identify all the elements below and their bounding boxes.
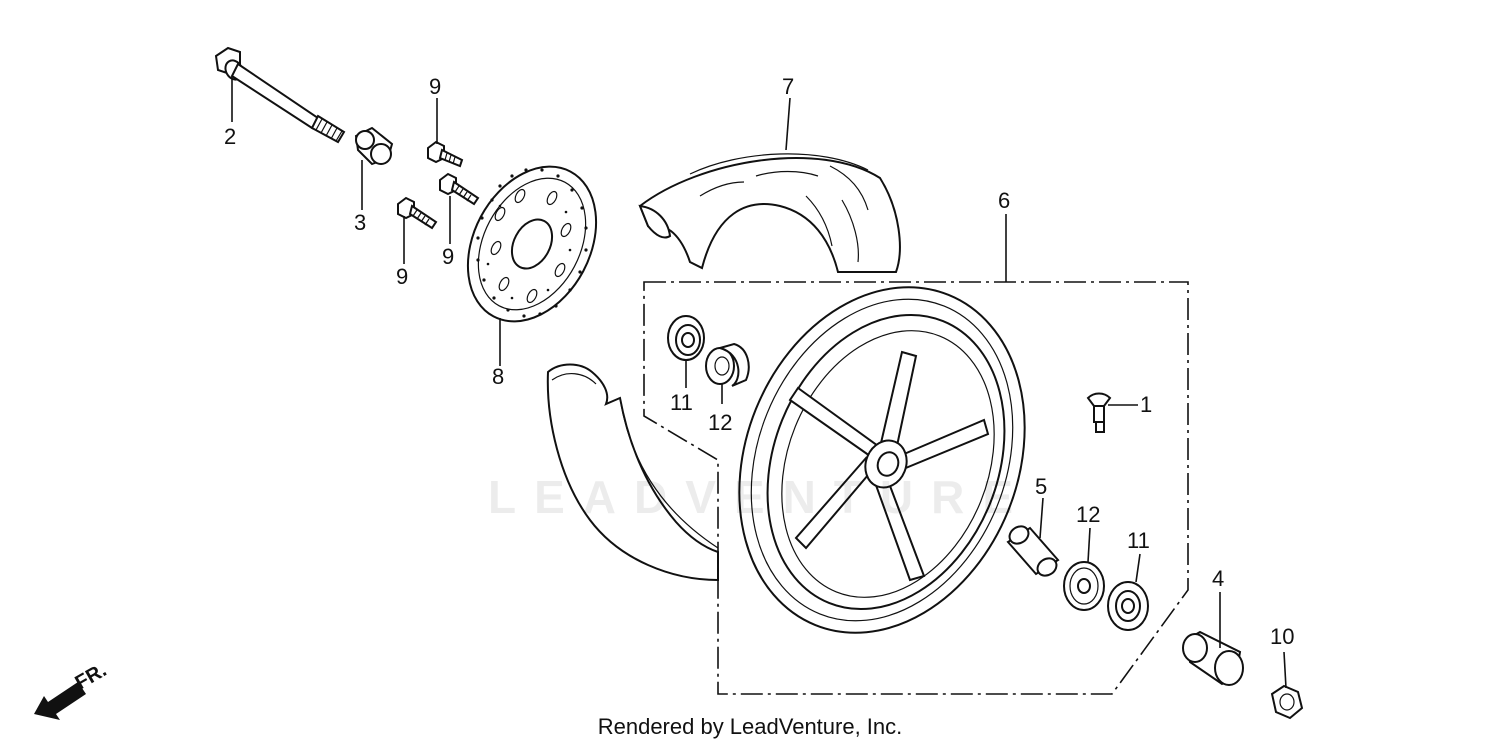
bearing-right[interactable]	[1063, 561, 1105, 611]
disc-bolt-left[interactable]	[397, 196, 438, 230]
callout-11-left: 11	[670, 390, 693, 415]
axle-nut[interactable]	[1270, 684, 1304, 720]
callout-1: 1	[1140, 392, 1152, 417]
callout-9-middle: 9	[442, 244, 454, 269]
callouts: 1 2 3 4 5 6 7 8 9 9 9 10 11 11 12 12	[224, 74, 1294, 649]
rim-band[interactable]	[546, 363, 719, 582]
dust-seal-left[interactable]	[667, 315, 705, 361]
callout-5: 5	[1035, 474, 1047, 499]
right-collar[interactable]	[1182, 630, 1244, 686]
watermark-text: LEADVENTURE	[488, 471, 1032, 523]
distance-collar[interactable]	[1006, 523, 1060, 579]
render-credit: Rendered by LeadVenture, Inc.	[597, 714, 903, 739]
side-collar[interactable]	[354, 126, 394, 166]
disc-bolt-middle[interactable]	[439, 172, 480, 206]
bearing-left[interactable]	[705, 342, 750, 387]
disc-bolt-top[interactable]	[427, 140, 464, 168]
axle-bolt[interactable]	[214, 46, 346, 144]
callout-3: 3	[354, 210, 366, 235]
air-valve[interactable]	[1086, 392, 1112, 433]
brake-disc[interactable]	[442, 144, 621, 343]
assembly-outline	[643, 214, 1189, 695]
callout-12-right: 12	[1076, 502, 1100, 527]
callout-11-right: 11	[1127, 528, 1150, 553]
callout-8: 8	[492, 364, 504, 389]
callout-9-top: 9	[429, 74, 441, 99]
callout-10: 10	[1270, 624, 1294, 649]
callout-9-left: 9	[396, 264, 408, 289]
cast-wheel[interactable]	[689, 244, 1075, 676]
callout-12-left: 12	[708, 410, 732, 435]
front-direction-indicator: FR.	[34, 659, 110, 720]
tire[interactable]	[638, 153, 901, 273]
callout-2: 2	[224, 124, 236, 149]
callout-4: 4	[1212, 566, 1224, 591]
leader-lines	[231, 76, 1287, 689]
dust-seal-right[interactable]	[1107, 581, 1149, 631]
front-arrow-icon	[34, 682, 86, 720]
callout-7: 7	[782, 74, 794, 99]
callout-6: 6	[998, 188, 1010, 213]
